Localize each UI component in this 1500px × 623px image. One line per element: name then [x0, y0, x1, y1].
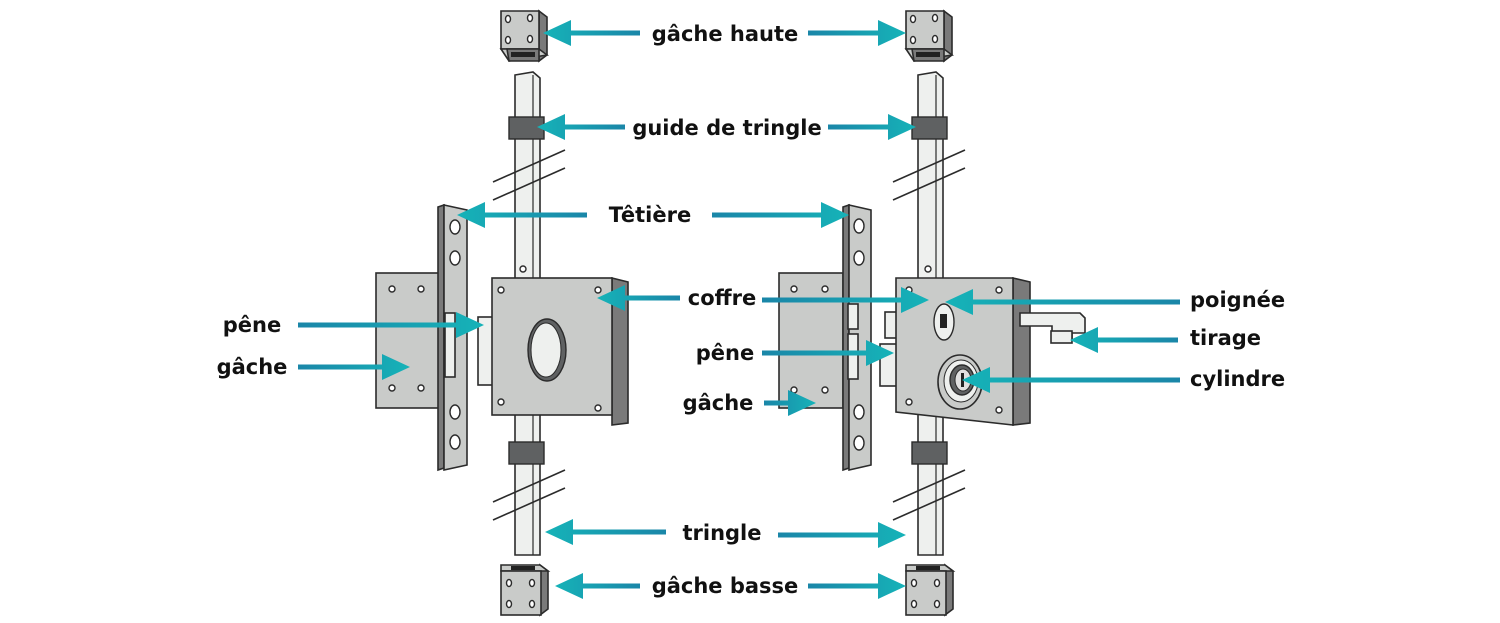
right-bottom-strike: [905, 563, 956, 617]
arrow-guide-left: [537, 114, 625, 140]
arrow-tetiere-right: [712, 202, 849, 228]
arrow-gache-right: [764, 390, 816, 416]
label-coffre: coffre: [688, 286, 757, 310]
arrow-tirage: [1070, 327, 1178, 353]
label-tetiere: Têtière: [609, 203, 691, 227]
label-poignee: poignée: [1190, 288, 1285, 312]
arrow-gache-basse-left: [555, 573, 640, 599]
label-gache-basse: gâche basse: [652, 574, 799, 598]
label-pene-left: pêne: [223, 313, 281, 337]
arrow-coffre-right: [762, 287, 929, 313]
left-rod-assembly: [375, 10, 629, 617]
arrow-guide-right: [828, 114, 916, 140]
arrow-poignee: [945, 289, 1180, 315]
label-tirage: tirage: [1190, 326, 1261, 350]
label-guide-de-tringle: guide de tringle: [632, 116, 821, 140]
right-upper-rod-guide: [911, 116, 948, 140]
label-gache-left: gâche: [217, 355, 288, 379]
left-bolt: [477, 316, 494, 386]
right-top-strike: [905, 10, 953, 62]
label-cylindre: cylindre: [1190, 367, 1285, 391]
arrow-gache-left: [298, 354, 410, 380]
label-tringle: tringle: [682, 521, 761, 545]
arrow-pene-right: [762, 340, 894, 366]
right-keeper-body: [778, 272, 844, 409]
arrow-gache-basse-right: [808, 573, 906, 599]
pull-handle: [1019, 312, 1086, 344]
left-keeper-body: [375, 272, 441, 409]
label-gache-right: gâche: [683, 391, 754, 415]
left-upper-rod-guide: [508, 116, 545, 140]
arrow-tetiere-left: [457, 202, 587, 228]
left-top-strike: [500, 10, 548, 62]
right-lower-rod-guide: [911, 441, 948, 465]
arrow-tringle-right: [778, 522, 906, 548]
arrow-pene-left: [298, 312, 484, 338]
left-lower-rod-guide: [508, 441, 545, 465]
arrow-tringle-left: [545, 519, 666, 545]
arrow-gache-haute-right: [808, 20, 906, 46]
arrow-cylindre: [962, 367, 1180, 393]
label-gache-haute: gâche haute: [652, 22, 799, 46]
right-faceplate: [848, 203, 872, 472]
label-pene-right: pêne: [696, 341, 754, 365]
arrow-coffre-left: [597, 285, 680, 311]
arrow-gache-haute-left: [543, 20, 640, 46]
arrows: [298, 20, 1180, 599]
right-rod-assembly: [778, 10, 1086, 617]
left-bottom-strike: [500, 563, 551, 617]
